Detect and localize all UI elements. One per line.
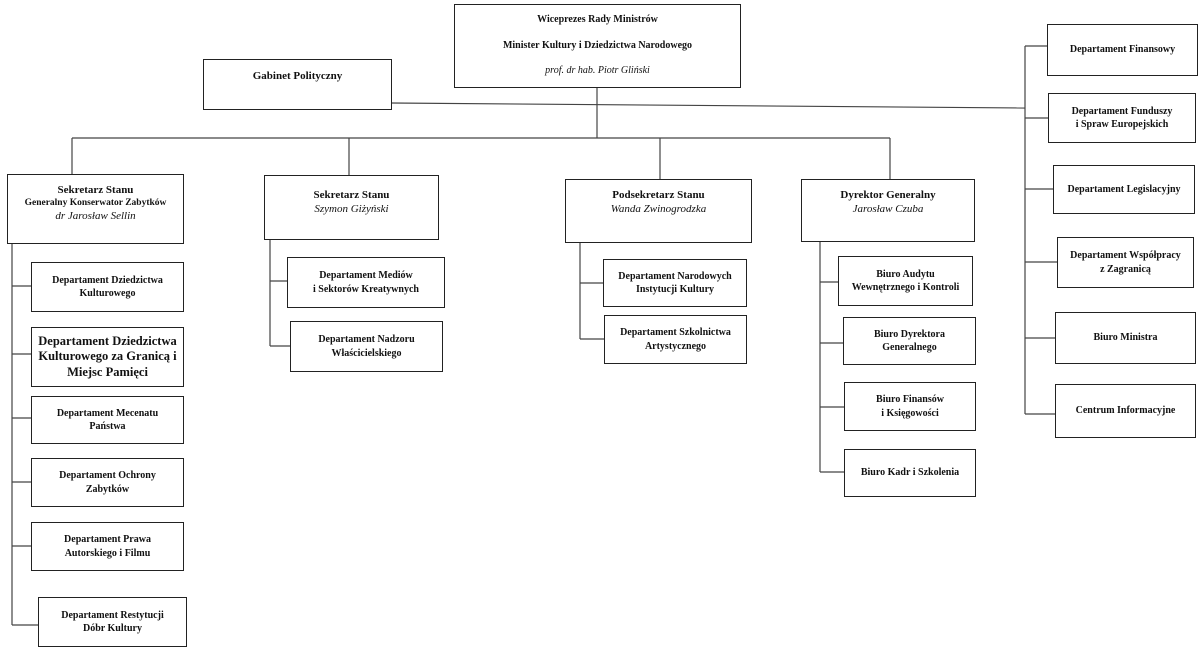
- unit-box: Departament Dziedzictwa Kulturowego za G…: [31, 327, 184, 387]
- minister-unit-label: Departament Funduszy i Spraw Europejskic…: [1071, 105, 1173, 131]
- branch-3-box: Podsekretarz Stanu Wanda Zwinogrodzka: [565, 179, 752, 243]
- minister-person: prof. dr hab. Piotr Gliński: [545, 65, 650, 76]
- minister-unit-box: Departament Funduszy i Spraw Europejskic…: [1048, 93, 1196, 143]
- branch-1-box: Sekretarz Stanu Generalny Konserwator Za…: [7, 174, 184, 244]
- unit-label: Biuro Dyrektora Generalnego: [873, 328, 945, 354]
- unit-box: Departament Mecenatu Państwa: [31, 396, 184, 444]
- unit-box: Departament Nadzoru Właścicielskiego: [290, 321, 443, 372]
- minister-unit-box: Biuro Ministra: [1055, 312, 1196, 364]
- unit-label: Departament Dziedzictwa Kulturowego za G…: [38, 333, 177, 379]
- unit-box: Departament Restytucji Dóbr Kultury: [38, 597, 187, 647]
- minister-subtitle: Minister Kultury i Dziedzictwa Narodoweg…: [502, 39, 693, 51]
- unit-label: Departament Mecenatu Państwa: [56, 407, 159, 433]
- minister-unit-box: Departament Współpracy z Zagranicą: [1057, 237, 1194, 288]
- minister-unit-box: Departament Finansowy: [1047, 24, 1198, 76]
- unit-label: Departament Restytucji Dóbr Kultury: [61, 609, 164, 635]
- minister-unit-label: Biuro Ministra: [1093, 332, 1158, 344]
- unit-box: Departament Dziedzictwa Kulturowego: [31, 262, 184, 312]
- minister-unit-box: Departament Legislacyjny: [1053, 165, 1195, 214]
- cabinet-label: Gabinet Polityczny: [252, 70, 343, 82]
- unit-box: Biuro Audytu Wewnętrznego i Kontroli: [838, 256, 973, 306]
- unit-label: Biuro Finansów i Księgowości: [876, 394, 944, 419]
- unit-box: Biuro Finansów i Księgowości: [844, 382, 976, 431]
- minister-unit-label: Departament Finansowy: [1069, 44, 1176, 56]
- unit-label: Departament Dziedzictwa Kulturowego: [52, 274, 163, 300]
- unit-box: Biuro Dyrektora Generalnego: [843, 317, 976, 365]
- branch-4-person: Jarosław Czuba: [852, 202, 924, 215]
- unit-label: Biuro Audytu Wewnętrznego i Kontroli: [851, 268, 960, 294]
- unit-label: Departament Narodowych Instytucji Kultur…: [618, 270, 732, 296]
- branch-3-title: Podsekretarz Stanu: [612, 189, 705, 201]
- branch-4-title: Dyrektor Generalny: [840, 189, 936, 201]
- minister-unit-box: Centrum Informacyjne: [1055, 384, 1196, 438]
- cabinet-box: Gabinet Polityczny: [203, 59, 392, 110]
- unit-label: Departament Prawa Autorskiego i Filmu: [64, 534, 151, 559]
- branch-3-person: Wanda Zwinogrodzka: [610, 202, 707, 215]
- unit-label: Departament Szkolnictwa Artystycznego: [620, 327, 731, 352]
- branch-2-title: Sekretarz Stanu: [313, 189, 390, 201]
- unit-box: Departament Prawa Autorskiego i Filmu: [31, 522, 184, 571]
- branch-2-person: Szymon Giżyński: [314, 202, 389, 215]
- unit-box: Departament Szkolnictwa Artystycznego: [604, 315, 747, 364]
- minister-title: Wiceprezes Rady Ministrów: [537, 14, 658, 25]
- unit-label: Departament Mediów i Sektorów Kreatywnyc…: [313, 270, 419, 295]
- branch-1-person: dr Jarosław Sellin: [55, 209, 136, 222]
- unit-label: Biuro Kadr i Szkolenia: [860, 467, 960, 479]
- branch-2-box: Sekretarz Stanu Szymon Giżyński: [264, 175, 439, 240]
- minister-box: Wiceprezes Rady Ministrów Minister Kultu…: [454, 4, 741, 88]
- unit-box: Departament Ochrony Zabytków: [31, 458, 184, 507]
- branch-4-box: Dyrektor Generalny Jarosław Czuba: [801, 179, 975, 242]
- unit-box: Biuro Kadr i Szkolenia: [844, 449, 976, 497]
- unit-box: Departament Mediów i Sektorów Kreatywnyc…: [287, 257, 445, 308]
- branch-1-title: Sekretarz Stanu: [57, 184, 134, 196]
- unit-label: Departament Ochrony Zabytków: [59, 470, 156, 495]
- minister-unit-label: Departament Legislacyjny: [1067, 183, 1181, 195]
- minister-unit-label: Departament Współpracy z Zagranicą: [1070, 250, 1181, 275]
- branch-1-subtitle: Generalny Konserwator Zabytków: [24, 197, 167, 208]
- unit-label: Departament Nadzoru Właścicielskiego: [318, 334, 415, 359]
- minister-unit-label: Centrum Informacyjne: [1075, 405, 1176, 417]
- unit-box: Departament Narodowych Instytucji Kultur…: [603, 259, 747, 307]
